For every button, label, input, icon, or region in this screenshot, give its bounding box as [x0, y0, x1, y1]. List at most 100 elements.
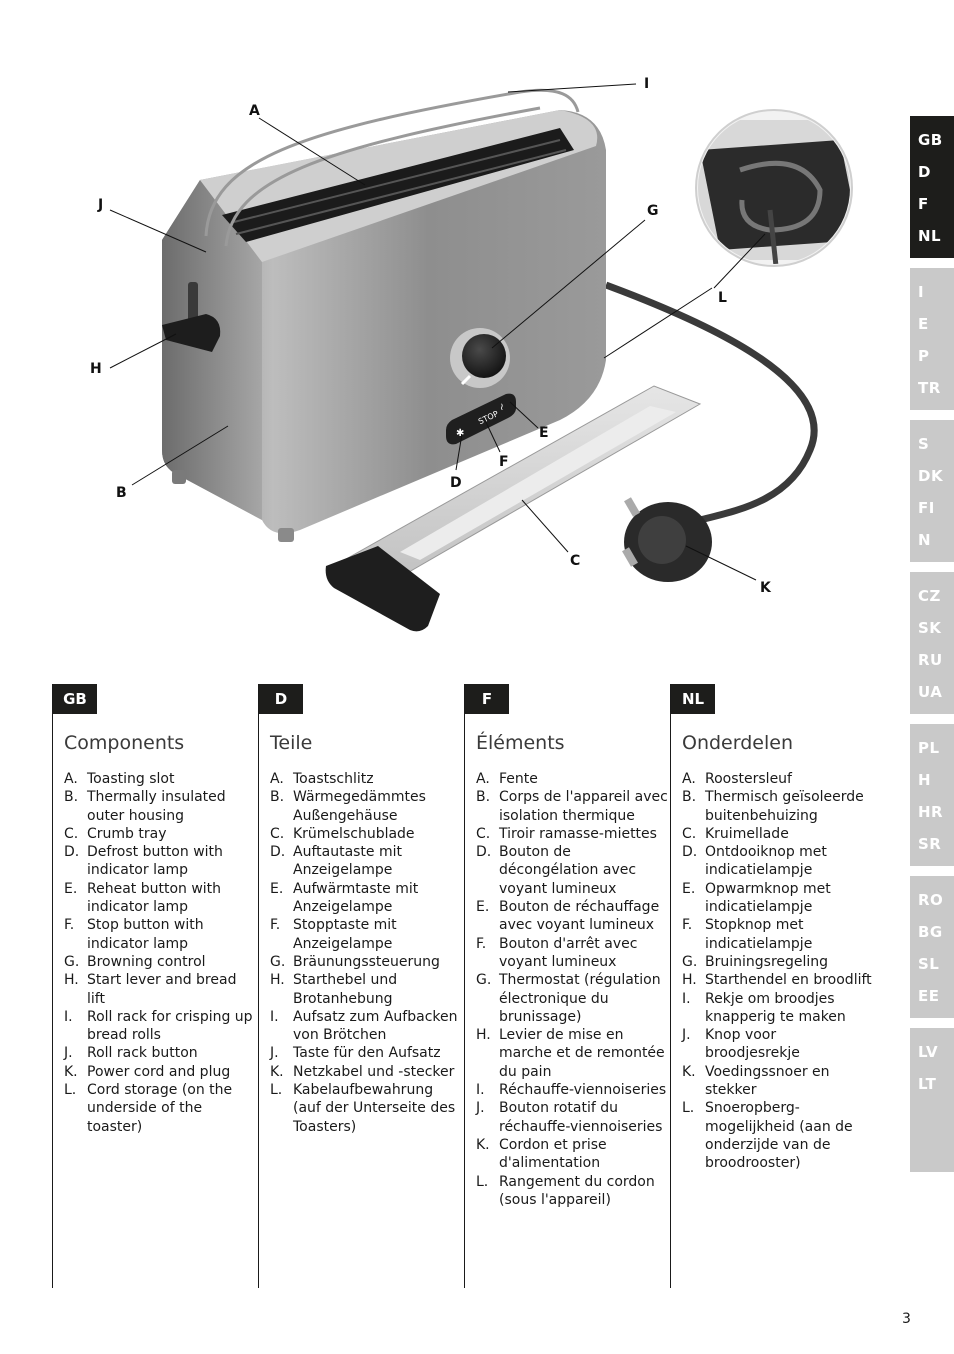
language-code: CZ	[918, 587, 941, 605]
language-code: BG	[918, 923, 943, 941]
language-code: EE	[918, 987, 940, 1005]
callout-i: I	[644, 76, 649, 92]
language-badge: F	[465, 684, 509, 714]
list-item: F.Stopknop met indicatielampje	[682, 917, 813, 952]
language-code: LV	[918, 1043, 939, 1061]
power-cord	[604, 281, 818, 524]
list-item: G.Thermostat (régulation électronique du…	[476, 972, 661, 1025]
language-group-1: GB D F NL	[910, 116, 954, 258]
language-group-7: LV LT	[910, 1028, 954, 1172]
component-list: A.Roostersleuf B.Thermisch geïsoleerde b…	[682, 770, 874, 1173]
column-gb: GB Components A.Toasting slot B.Thermall…	[52, 684, 253, 1288]
language-code: LT	[918, 1075, 937, 1093]
control-panel: STOP ✱ ≀	[446, 393, 516, 445]
list-item: L.Cord storage (on the underside of the …	[64, 1082, 233, 1135]
language-group-3: S DK FI N	[910, 420, 954, 562]
language-badge: NL	[671, 684, 715, 714]
list-item: H.Starthebel und Brotanhebung	[270, 972, 398, 1007]
list-item: J.Taste für den Aufsatz	[270, 1045, 441, 1062]
leader-lines	[109, 83, 766, 581]
list-item: A.Toasting slot	[64, 771, 175, 787]
start-lever	[162, 282, 221, 352]
list-item: D.Ontdooiknop met indicatielampje	[682, 844, 827, 879]
callout-k: K	[760, 580, 772, 596]
callout-h: H	[90, 361, 102, 377]
list-item: G.Bruiningsregeling	[682, 953, 829, 970]
language-group-5: PL H HR SR	[910, 724, 954, 866]
list-item: G.Browning control	[64, 953, 206, 970]
component-list: A.Toasting slot B.Thermally insulated ou…	[64, 770, 256, 1136]
list-item: K.Voedingssnoer en stekker	[682, 1063, 830, 1099]
language-code: TR	[918, 379, 941, 397]
list-item: A.Toastschlitz	[270, 771, 374, 787]
language-code: SL	[918, 955, 940, 973]
list-item: C.Tiroir ramasse-miettes	[476, 825, 657, 842]
browning-knob	[450, 328, 510, 388]
list-item: F.Bouton d'arrêt avec voyant lumineux	[476, 935, 638, 970]
callout-d: D	[450, 475, 462, 491]
reheat-icon: ≀	[500, 402, 504, 413]
language-group-2: I E P TR	[910, 268, 954, 410]
list-item: E.Opwarmknop met indicatielampje	[682, 880, 831, 916]
column-title: Components	[64, 732, 185, 754]
list-item: J.Roll rack button	[64, 1045, 198, 1062]
language-code: S	[918, 435, 930, 453]
cord-storage-inset	[695, 109, 853, 267]
list-item: E.Bouton de réchauffage avec voyant lumi…	[476, 899, 660, 934]
list-item: H.Start lever and bread lift	[64, 972, 237, 1007]
language-code: I	[918, 283, 925, 301]
column-title: Onderdelen	[682, 732, 793, 754]
crumb-tray	[325, 385, 702, 632]
callout-l: L	[718, 290, 727, 306]
list-item: K.Netzkabel und -stecker	[270, 1063, 455, 1080]
language-code: P	[918, 347, 930, 365]
callout-g: G	[647, 203, 659, 219]
list-item: I.Roll rack for crisping up bread rolls	[64, 1008, 253, 1044]
language-code: DK	[918, 467, 944, 485]
list-item: I.Aufsatz zum Aufbacken von Brötchen	[270, 1008, 458, 1044]
toaster-illustration: STOP ✱ ≀	[90, 76, 853, 632]
list-item: L.Kabelaufbewahrung (auf der Unterseite …	[270, 1082, 456, 1135]
language-code: D	[918, 163, 931, 181]
list-item: I.Rekje om broodjes knapperig te maken	[682, 990, 846, 1025]
component-list: A.Toastschlitz B.Wärmegedämmtes Außengeh…	[270, 770, 462, 1136]
column-title: Éléments	[476, 732, 565, 754]
language-code: HR	[918, 803, 944, 821]
list-item: D.Defrost button with indicator lamp	[64, 844, 223, 879]
column-f: F Éléments A.Fente B.Corps de l'appareil…	[464, 684, 668, 1288]
defrost-icon: ✱	[456, 428, 464, 439]
language-code: H	[918, 771, 932, 789]
language-code: SK	[918, 619, 942, 637]
column-nl: NL Onderdelen A.Roostersleuf B.Thermisch…	[670, 684, 874, 1288]
language-code: NL	[918, 227, 942, 245]
language-code: SR	[918, 835, 942, 853]
language-sidebar: GB D F NL I E P TR S DK FI N CZ SK RU UA…	[910, 116, 954, 1182]
language-code: FI	[918, 499, 935, 517]
callout-c: C	[570, 553, 580, 569]
language-code: GB	[918, 131, 943, 149]
column-title: Teile	[270, 732, 313, 754]
list-item: D.Auftautaste mit Anzeigelampe	[270, 844, 403, 879]
page-number: 3	[902, 1311, 911, 1327]
list-item: F.Stop button with indicator lamp	[64, 917, 204, 952]
list-item: K.Cordon et prise d'alimentation	[476, 1136, 607, 1172]
list-item: H.Levier de mise en marche et de remonté…	[476, 1027, 665, 1080]
language-group-4: CZ SK RU UA	[910, 572, 954, 714]
list-item: J.Knop voor broodjesrekje	[682, 1027, 800, 1062]
list-item: I.Réchauffe-viennoiseries	[476, 1082, 667, 1099]
list-item: C.Kruimellade	[682, 825, 789, 842]
callout-e: E	[539, 425, 549, 441]
list-item: G.Bräunungssteuerung	[270, 953, 440, 970]
list-item: J.Bouton rotatif du réchauffe-viennoiser…	[476, 1100, 663, 1135]
language-group-6: RO BG SL EE	[910, 876, 954, 1018]
list-item: A.Fente	[476, 771, 538, 787]
language-code: N	[918, 531, 932, 549]
list-item: L.Snoeropberg-mogelijkheid (aan de onder…	[682, 1100, 853, 1172]
callout-b: B	[116, 485, 127, 501]
column-d: D Teile A.Toastschlitz B.Wärmegedämmtes …	[258, 684, 459, 1288]
language-badge: D	[259, 684, 303, 714]
callout-a: A	[249, 103, 260, 119]
list-item: K.Power cord and plug	[64, 1063, 231, 1080]
language-code: RU	[918, 651, 943, 669]
language-code: UA	[918, 683, 943, 701]
